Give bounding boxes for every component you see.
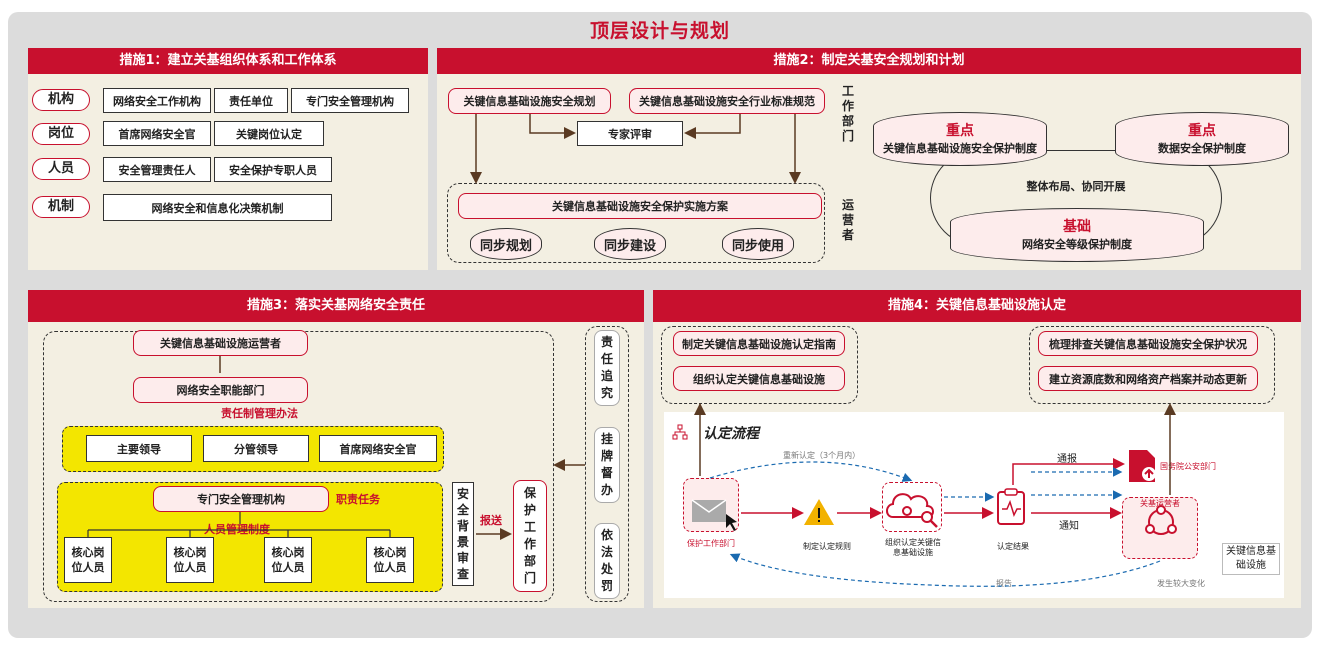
penalty-text: 依法处罚 [600, 528, 613, 593]
resp-rule-label: 责任制管理办法 [221, 407, 298, 420]
survey-box: 梳理排查关键信息基础设施安全保护状况 [1038, 331, 1258, 356]
item-responsible-unit: 责任单位 [214, 88, 288, 113]
flow-title: 认定流程 [703, 426, 759, 442]
sync-use-label: 同步使用 [731, 238, 784, 254]
key1-text: 关键信息基础设施安全保护制度 [883, 142, 1037, 155]
special-org-box: 专门安全管理机构 [153, 486, 329, 512]
protect-dept-box: 保护工作部门 [513, 480, 547, 592]
background-check: 安全背景审查 [452, 482, 474, 586]
sanction-dashed [585, 326, 629, 602]
supervision-box: 挂牌督办 [594, 427, 620, 503]
operator-box: 关键信息基础设施运营者 [133, 330, 308, 356]
big-change-label: 发生较大变化 [1157, 579, 1205, 588]
protect-dept-text: 保护工作部门 [523, 486, 536, 585]
item-decision-mechanism: 网络安全和信息化决策机制 [103, 194, 332, 221]
node-operator-label: 关基运营者 [1140, 499, 1180, 508]
item-key-post: 关键岗位认定 [214, 121, 324, 146]
leader-cso: 首席网络安全官 [319, 435, 437, 462]
impl-dashed-box [447, 183, 825, 263]
node-protect-dept-label: 保护工作部门 [687, 539, 735, 548]
supervision-text: 挂牌督办 [600, 432, 613, 497]
duty-label: 职责任务 [336, 493, 380, 506]
item-security-office: 网络安全工作机构 [103, 88, 211, 113]
sync-build: 同步建设 [594, 228, 666, 260]
cii-plan: 关键信息基础设施安全规划 [448, 88, 611, 114]
core-staff-2: 核心岗位人员 [166, 537, 214, 583]
survey-dashed [1029, 326, 1275, 404]
staff-rule-label: 人员管理制度 [204, 523, 270, 536]
core-staff-4: 核心岗位人员 [366, 537, 414, 583]
item-manager: 安全管理责任人 [103, 157, 211, 182]
flow-icon [672, 424, 688, 440]
leader-branch: 分管领导 [203, 435, 309, 462]
organize-box: 组织认定关键信息基础设施 [673, 366, 845, 391]
base-text: 网络安全等级保护制度 [1022, 238, 1132, 251]
panel-1-header: 措施1：建立关基组织体系和工作体系 [28, 48, 428, 74]
item-fulltime: 安全保护专职人员 [214, 157, 332, 182]
core-staff-1: 核心岗位人员 [64, 537, 112, 583]
reidentify-label: 重新认定（3个月内） [783, 451, 861, 460]
label-work-dept: 工作部门 [841, 84, 854, 143]
panel-3-header: 措施3：落实关基网络安全责任 [28, 290, 644, 322]
leader-main: 主要领导 [86, 435, 192, 462]
sync-use: 同步使用 [722, 228, 794, 260]
accountability-text: 责任追究 [600, 335, 613, 400]
cii-standard: 关键信息基础设施安全行业标准规范 [629, 88, 825, 114]
row-label-mechanism: 机制 [32, 196, 90, 218]
node-rules-label: 制定认定规则 [803, 542, 851, 551]
sync-plan: 同步规划 [470, 228, 542, 260]
base-tag: 基础 [1063, 219, 1091, 235]
node-police-label: 国务院公安部门 [1160, 462, 1216, 471]
report-back-label: 报告 [996, 579, 1012, 588]
item-cso: 首席网络安全官 [103, 121, 211, 146]
node-result-label: 认定结果 [997, 542, 1029, 551]
report-label: 报送 [480, 514, 502, 527]
core-staff-3: 核心岗位人员 [264, 537, 312, 583]
label-operator: 运营者 [841, 198, 854, 242]
sync-plan-label: 同步规划 [479, 238, 532, 254]
guide-box: 制定关键信息基础设施认定指南 [673, 331, 845, 356]
penalty-box: 依法处罚 [594, 523, 620, 599]
key2-tag: 重点 [1188, 123, 1216, 139]
node-organize [882, 482, 942, 532]
overall-text: 整体布局、协同开展 [1026, 180, 1126, 193]
row-label-post: 岗位 [32, 123, 90, 145]
key1-tag: 重点 [946, 123, 974, 139]
accountability-box: 责任追究 [594, 330, 620, 406]
background-check-text: 安全背景审查 [456, 487, 469, 581]
archive-box: 建立资源底数和网络资产档案并动态更新 [1038, 366, 1258, 391]
base-system: 基础 网络安全等级保护制度 [950, 208, 1204, 262]
panel-2-header: 措施2：制定关基安全规划和计划 [437, 48, 1301, 74]
page-title: 顶层设计与规划 [589, 20, 730, 42]
expert-review: 专家评审 [577, 121, 683, 146]
item-special-org: 专门安全管理机构 [291, 88, 409, 113]
node-result [995, 487, 1029, 527]
key-data-system: 重点 数据安全保护制度 [1115, 112, 1289, 166]
panel-4-header: 措施4：关键信息基础设施认定 [653, 290, 1301, 322]
node-organize-label: 组织认定关键信息基础设施 [885, 538, 941, 557]
row-label-staff: 人员 [32, 158, 90, 180]
key-cii-system: 重点 关键信息基础设施安全保护制度 [873, 112, 1047, 166]
row-label-org: 机构 [32, 89, 90, 111]
node-protect-dept [683, 478, 739, 532]
notify-report-label: 通报 [1057, 454, 1077, 465]
node-operator: 关基运营者 [1122, 497, 1198, 559]
impl-plan: 关键信息基础设施安全保护实施方案 [458, 193, 822, 219]
func-dept-box: 网络安全职能部门 [133, 377, 308, 403]
sync-build-label: 同步建设 [603, 238, 656, 254]
key2-text: 数据安全保护制度 [1158, 142, 1246, 155]
warning-icon [803, 497, 835, 527]
cii-tag: 关键信息基础设施 [1222, 543, 1280, 575]
node-police [1127, 448, 1157, 484]
notify-label: 通知 [1059, 521, 1079, 532]
guide-dashed [661, 326, 858, 404]
